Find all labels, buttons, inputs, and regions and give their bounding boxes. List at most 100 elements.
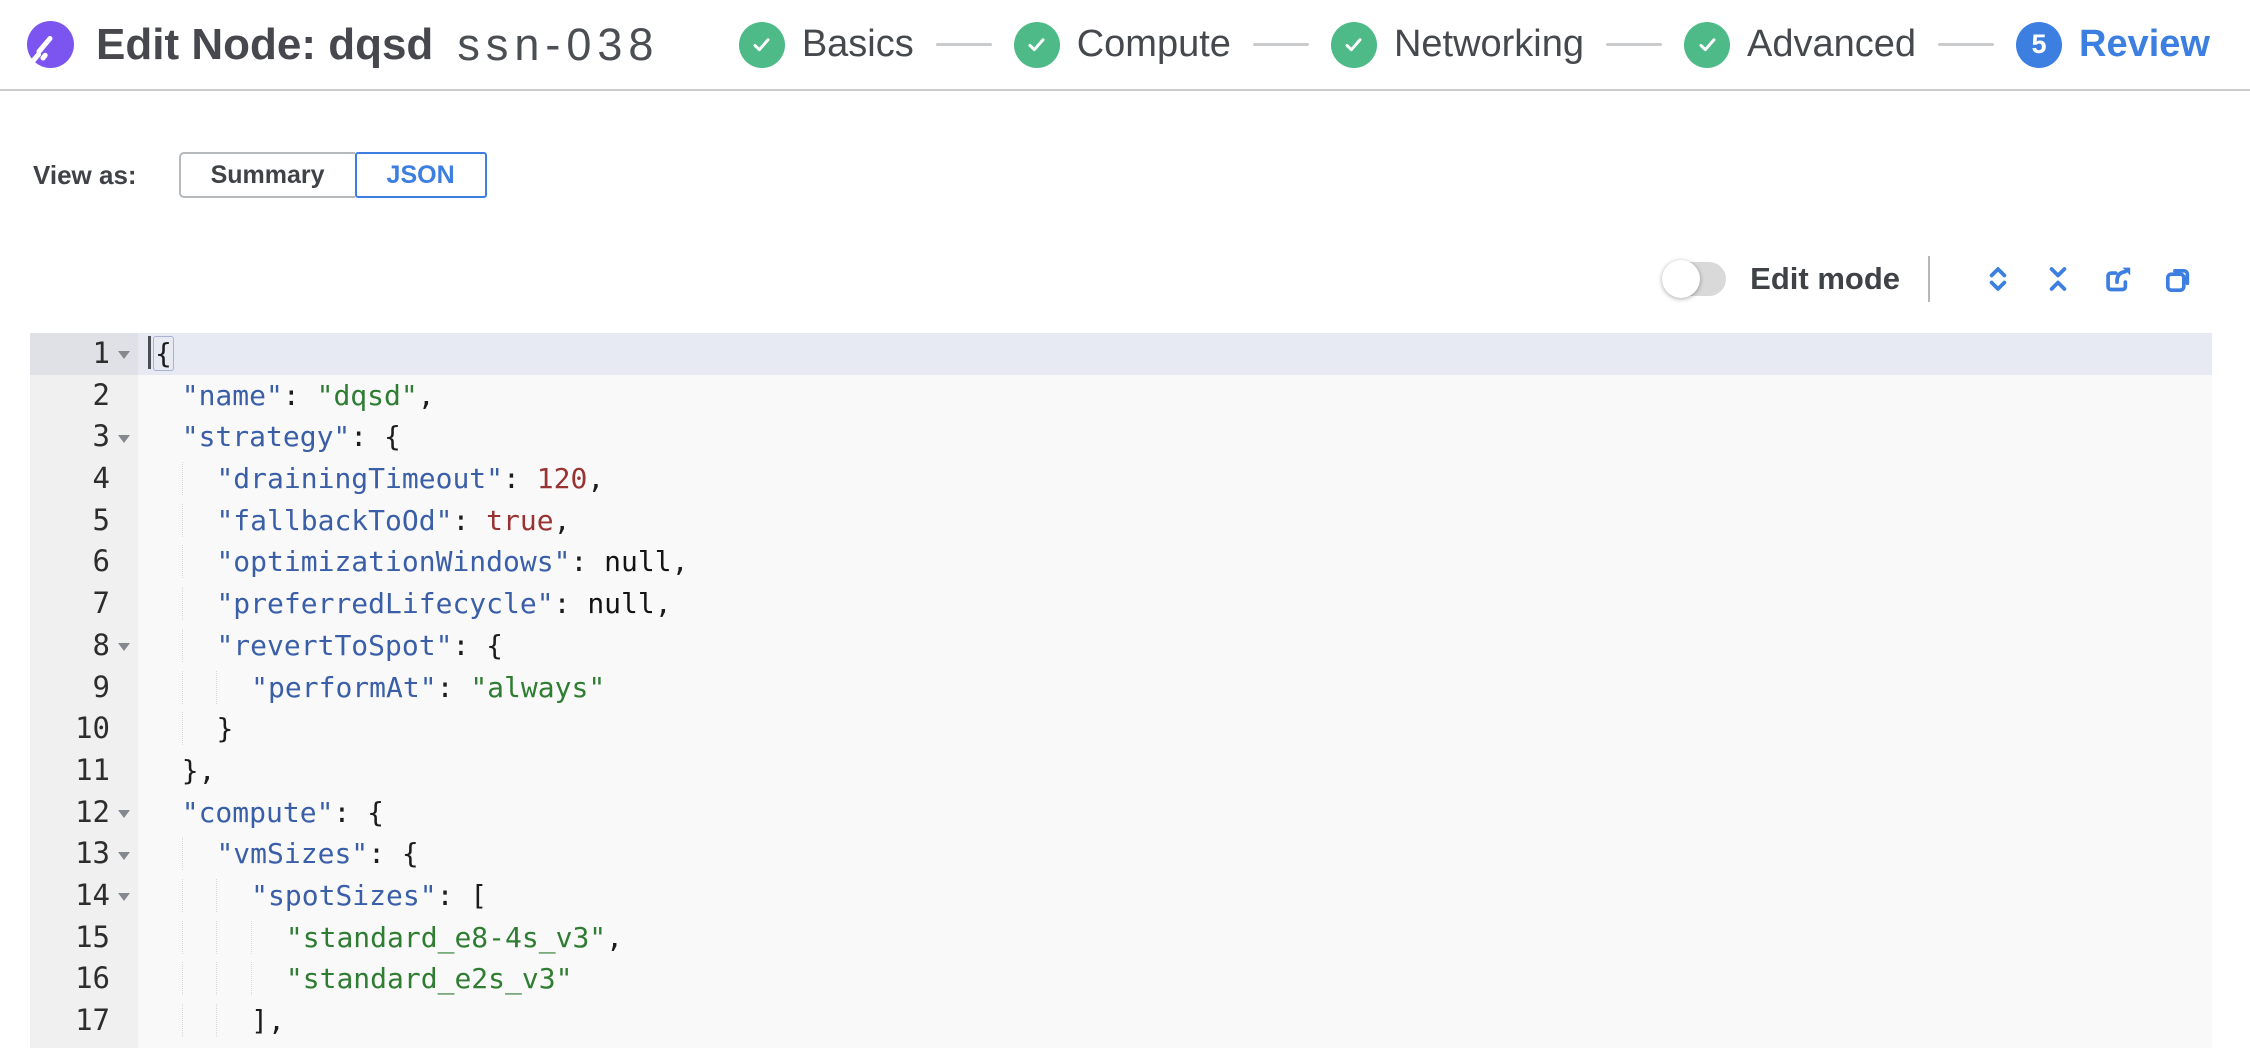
step-advanced[interactable]: Advanced — [1684, 21, 1917, 68]
fold-toggle-icon[interactable] — [110, 348, 138, 360]
token-p: : { — [350, 420, 401, 454]
code-line-5[interactable]: "fallbackToOd": true, — [138, 500, 2212, 542]
text-cursor — [148, 336, 151, 369]
token-key: "drainingTimeout" — [216, 462, 504, 496]
view-toggle-group: Summary JSON — [178, 152, 487, 198]
fold-toggle-icon[interactable] — [110, 849, 138, 860]
line-number: 8 — [92, 627, 110, 662]
code-line-14[interactable]: "spotSizes": [ — [138, 875, 2212, 917]
indent — [251, 962, 286, 996]
code-line-12[interactable]: "compute": { — [138, 792, 2212, 834]
edit-mode-toggle[interactable] — [1662, 260, 1727, 298]
token-p: , — [654, 587, 672, 621]
indent — [148, 962, 182, 995]
code-line-16[interactable]: "standard_e2s_v3" — [138, 958, 2212, 1000]
export-icon[interactable] — [2098, 259, 2138, 299]
step-label: Basics — [801, 23, 914, 65]
indent — [181, 1004, 217, 1037]
indent — [216, 962, 252, 996]
spot-logo-icon — [27, 21, 74, 68]
step-label: Networking — [1393, 23, 1585, 65]
indent — [148, 879, 182, 912]
code-line-2[interactable]: "name": "dqsd", — [138, 375, 2212, 417]
line-number: 3 — [92, 419, 110, 454]
vertical-divider — [1928, 256, 1930, 302]
line-number: 1 — [92, 336, 110, 370]
token-key: "preferredLifecycle" — [216, 587, 554, 621]
indent — [181, 837, 217, 871]
token-p: , — [606, 920, 624, 954]
line-number: 14 — [75, 877, 110, 912]
token-key: "name" — [181, 378, 283, 412]
indent — [251, 920, 286, 954]
indent — [148, 837, 182, 870]
token-p: , — [671, 545, 689, 579]
step-label: Advanced — [1747, 23, 1917, 65]
code-line-13[interactable]: "vmSizes": { — [138, 833, 2212, 875]
token-p: : { — [333, 795, 385, 829]
collapse-all-icon[interactable] — [2038, 259, 2078, 299]
token-p: ], — [251, 1004, 285, 1037]
gutter-line-8: 8 — [30, 625, 138, 667]
token-str: "always" — [470, 670, 606, 704]
fold-toggle-icon[interactable] — [110, 640, 138, 652]
token-p: , — [417, 378, 435, 412]
step-label: Compute — [1076, 23, 1231, 65]
code-line-10[interactable]: } — [138, 708, 2212, 750]
code-line-6[interactable]: "optimizationWindows": null, — [138, 541, 2212, 583]
indent — [216, 920, 252, 954]
expand-all-icon[interactable] — [1978, 259, 2018, 299]
code-line-4[interactable]: "drainingTimeout": 120, — [138, 458, 2212, 500]
step-connector — [935, 43, 992, 46]
copy-icon[interactable] — [2158, 259, 2198, 299]
code-line-17[interactable]: ], — [138, 1000, 2212, 1042]
token-str: "dqsd" — [316, 378, 418, 412]
fold-toggle-icon[interactable] — [110, 890, 138, 902]
indent — [181, 670, 217, 704]
token-key: "fallbackToOd" — [216, 503, 453, 537]
token-p: : — [282, 378, 317, 412]
line-number: 15 — [75, 919, 110, 954]
fold-toggle-icon[interactable] — [110, 432, 138, 443]
editor-code-area[interactable]: { "name": "dqsd", "strategy": { "drainin… — [138, 333, 2212, 1048]
indent — [148, 754, 182, 787]
indent — [148, 420, 182, 453]
code-line-3[interactable]: "strategy": { — [138, 416, 2212, 458]
token-key: "spotSizes" — [251, 878, 437, 912]
step-connector — [1938, 43, 1995, 46]
code-line-8[interactable]: "revertToSpot": { — [138, 625, 2212, 667]
view-json-button[interactable]: JSON — [354, 152, 487, 198]
token-p: : [ — [436, 878, 488, 912]
step-basics[interactable]: Basics — [738, 21, 914, 68]
token-num: 120 — [536, 462, 588, 496]
indent — [148, 921, 182, 954]
code-line-11[interactable]: }, — [138, 750, 2212, 792]
fold-toggle-icon[interactable] — [110, 807, 138, 818]
code-line-9[interactable]: "performAt": "always" — [138, 667, 2212, 709]
gutter-line-17: 17 — [30, 1000, 138, 1042]
step-number-badge: 5 — [2016, 21, 2063, 68]
step-compute[interactable]: Compute — [1013, 21, 1231, 68]
code-line-7[interactable]: "preferredLifecycle": null, — [138, 583, 2212, 625]
step-check-icon — [1684, 21, 1731, 68]
step-networking[interactable]: Networking — [1330, 21, 1585, 68]
step-connector — [1606, 43, 1663, 46]
indent — [148, 1004, 182, 1037]
gutter-line-6: 6 — [30, 541, 138, 583]
line-number: 6 — [92, 544, 110, 579]
gutter-line-1: 1 — [30, 333, 138, 375]
code-line-1[interactable]: { — [138, 333, 2212, 375]
indent — [148, 504, 182, 537]
gutter-line-15: 15 — [30, 917, 138, 959]
editor-controls-row: Edit mode — [0, 255, 2198, 303]
indent — [181, 920, 217, 954]
indent — [181, 712, 217, 746]
gutter-line-5: 5 — [30, 500, 138, 542]
indent — [148, 671, 182, 704]
indent — [181, 628, 217, 662]
view-summary-button[interactable]: Summary — [178, 152, 355, 198]
code-line-15[interactable]: "standard_e8-4s_v3", — [138, 917, 2212, 959]
